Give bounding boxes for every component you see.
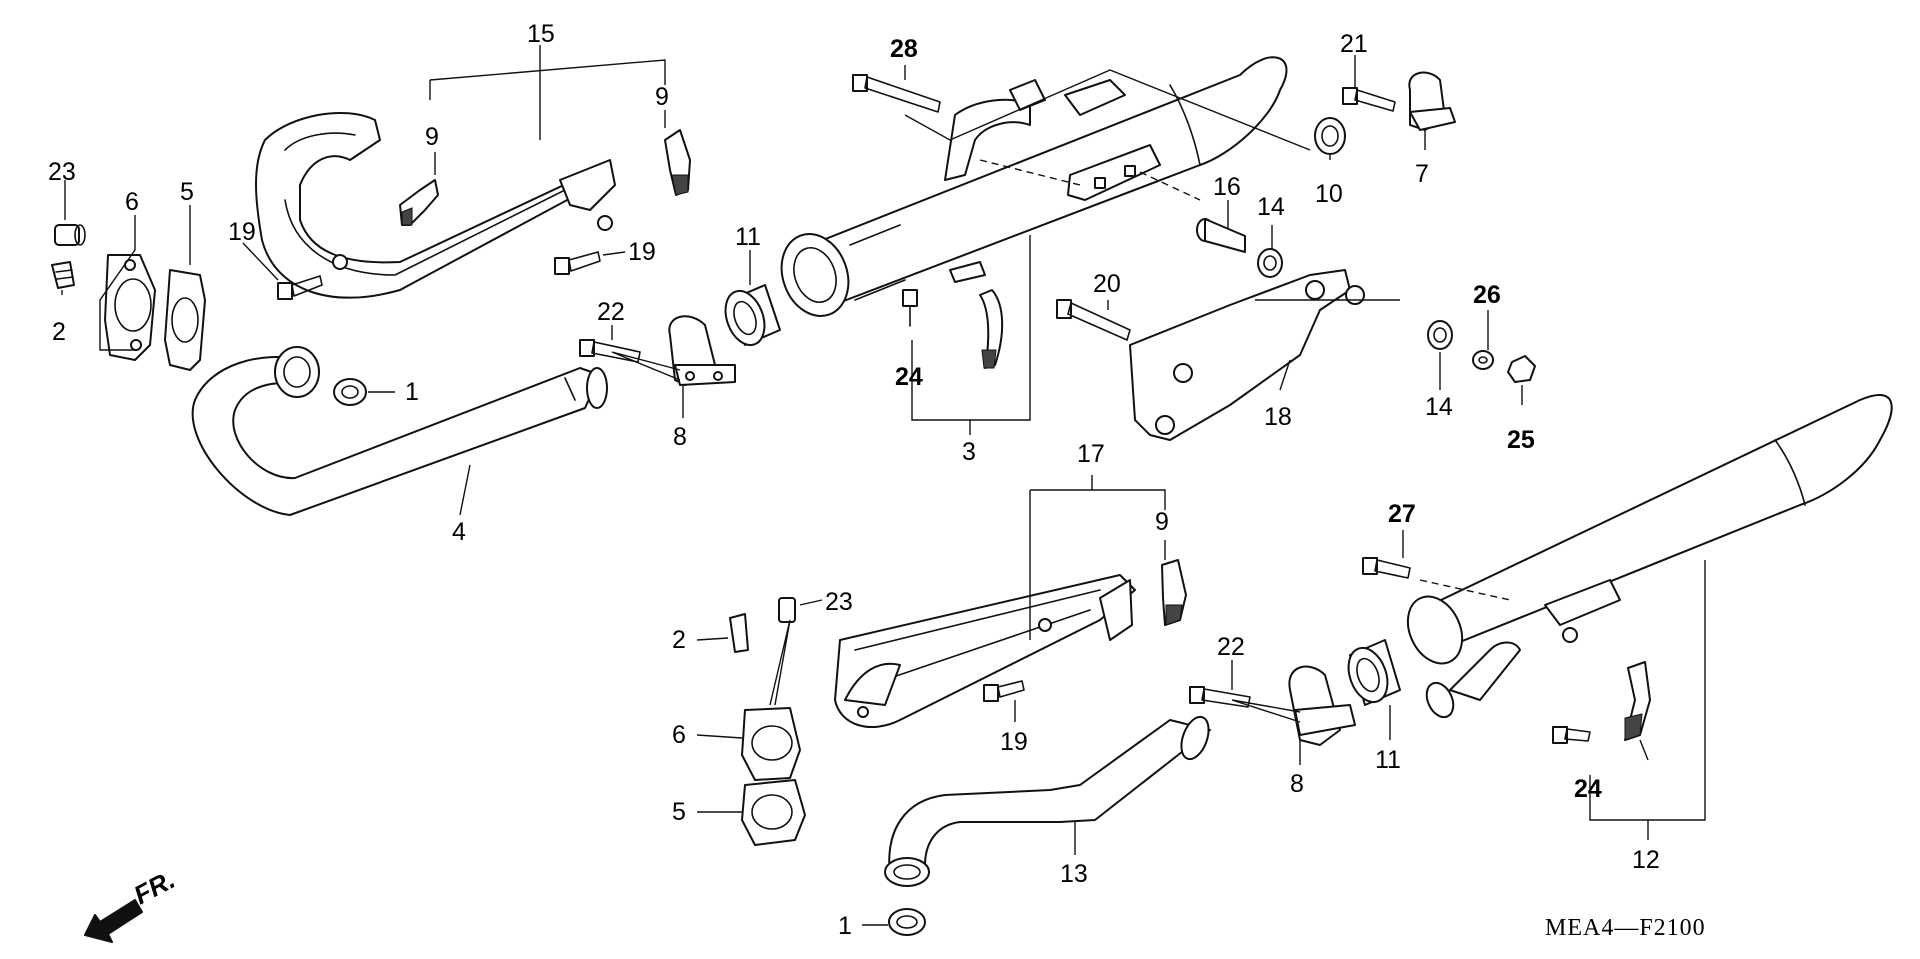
- callout-24-lower: 24: [1574, 775, 1602, 803]
- flange-lower: [741, 707, 801, 781]
- callout-7: 7: [1415, 160, 1429, 188]
- callout-11-upper: 11: [735, 223, 761, 251]
- front-direction-arrow: [84, 899, 143, 943]
- muffler-lower: [1406, 394, 1893, 719]
- bracket-9-lower: [1161, 559, 1187, 626]
- heat-shield-upper: [255, 111, 616, 299]
- callout-28: 28: [890, 35, 918, 63]
- callout-2-lower: 2: [672, 626, 686, 654]
- callout-20: 20: [1093, 270, 1121, 298]
- exhaust-gasket-upper: [164, 269, 206, 371]
- callout-9-upper-left: 9: [425, 123, 439, 151]
- nut-upper: [54, 224, 86, 246]
- bolt-20: [1056, 299, 1131, 341]
- callout-25: 25: [1507, 426, 1535, 454]
- bolt-16: [1196, 218, 1246, 253]
- callout-19-lower: 19: [1000, 728, 1028, 756]
- callout-10: 10: [1315, 180, 1343, 208]
- callout-14-lower: 14: [1425, 393, 1453, 421]
- callout-12: 12: [1632, 846, 1660, 874]
- nut-lower: [778, 597, 796, 623]
- callout-5-lower: 5: [672, 798, 686, 826]
- bolt-19-lower: [983, 680, 1025, 702]
- bolt-27: [1362, 557, 1411, 579]
- bolt-22-upper: [579, 339, 641, 363]
- callout-13: 13: [1060, 860, 1088, 888]
- callout-4: 4: [452, 518, 466, 546]
- band-12: [1624, 661, 1651, 741]
- callout-22-lower: 22: [1217, 633, 1245, 661]
- bracket-9-upper-left: [399, 179, 439, 226]
- callout-17: 17: [1077, 440, 1105, 468]
- exhaust-pipe-upper: [191, 346, 608, 516]
- callout-5-upper: 5: [180, 178, 194, 206]
- joint-11-lower: [1347, 639, 1401, 706]
- callout-24-upper: 24: [895, 363, 923, 391]
- callout-22-upper: 22: [597, 298, 625, 326]
- bolt-24-lower: [1552, 726, 1591, 744]
- bolt-24-upper: [902, 289, 918, 327]
- flange-joint-upper: [104, 254, 156, 361]
- band-3-upper: [979, 289, 1004, 369]
- bolt-19-left: [277, 275, 323, 300]
- callout-6-upper: 6: [125, 188, 139, 216]
- washer-14-lower: [1427, 320, 1453, 350]
- diagram-code: MEA4—F2100: [1545, 915, 1706, 941]
- muffler-upper: [780, 56, 1288, 317]
- washer-14-upper: [1257, 248, 1283, 278]
- callout-1-lower: 1: [838, 912, 852, 940]
- callout-9-lower: 9: [1155, 508, 1169, 536]
- callout-18: 18: [1264, 403, 1292, 431]
- callout-labels: 1 1 2 2 3 4 5 5 6 6 7 8 8 9 9 9 10 11 11…: [48, 20, 1660, 940]
- callout-2-upper: 2: [52, 318, 66, 346]
- bolt-21: [1342, 87, 1396, 112]
- clip-lower: [729, 613, 749, 653]
- callout-1-upper: 1: [405, 378, 419, 406]
- callout-19-upper-right: 19: [628, 238, 656, 266]
- callout-19-upper-left: 19: [228, 218, 256, 246]
- bolt-19-right: [554, 251, 601, 275]
- callout-26: 26: [1473, 281, 1501, 309]
- callout-23-lower: 23: [825, 588, 853, 616]
- callout-11-lower: 11: [1375, 746, 1401, 774]
- clamp-7: [1408, 71, 1456, 131]
- gasket-ring-upper: [333, 378, 367, 406]
- leader-lines: [61, 45, 1706, 926]
- gasket-ring-lower: [888, 908, 926, 936]
- exhaust-pipe-lower: [884, 715, 1211, 887]
- clip-upper: [51, 261, 75, 289]
- callout-23-upper: 23: [48, 158, 76, 186]
- joint-11-upper: [724, 284, 781, 347]
- washer-26: [1472, 350, 1494, 370]
- clamp-8-lower: [1288, 665, 1356, 746]
- ref-line-upper-1: [979, 159, 1081, 186]
- callout-8-upper: 8: [673, 423, 687, 451]
- callout-15: 15: [527, 20, 555, 48]
- bolt-28: [852, 74, 941, 113]
- callout-16: 16: [1213, 173, 1241, 201]
- callout-27: 27: [1388, 500, 1416, 528]
- bracket-9-upper-right: [664, 129, 691, 196]
- callout-21: 21: [1340, 30, 1368, 58]
- callout-8-lower: 8: [1290, 770, 1304, 798]
- callout-14-upper: 14: [1257, 193, 1285, 221]
- callout-6-lower: 6: [672, 721, 686, 749]
- callout-9-upper-right: 9: [655, 83, 669, 111]
- bolt-22-lower: [1189, 686, 1251, 708]
- rubber-10: [1314, 117, 1346, 155]
- gasket-lower: [741, 779, 806, 846]
- ref-line-lower: [1419, 579, 1511, 601]
- bracket-18: [1129, 269, 1365, 441]
- nut-25: [1507, 355, 1536, 383]
- clamp-8-upper: [668, 315, 736, 386]
- heat-shield-lower: [834, 574, 1136, 729]
- callout-3: 3: [962, 438, 976, 466]
